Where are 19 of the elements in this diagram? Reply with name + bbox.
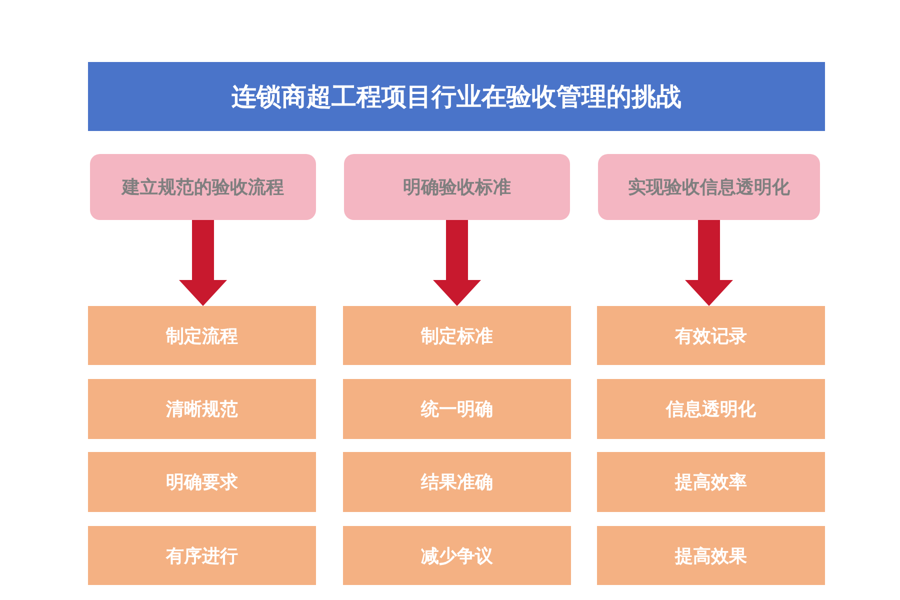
item-box: 减少争议 bbox=[343, 526, 571, 585]
category-box: 建立规范的验收流程 bbox=[90, 154, 316, 220]
down-arrow bbox=[685, 220, 733, 306]
item-box: 明确要求 bbox=[88, 452, 316, 512]
item-box: 提高效果 bbox=[597, 526, 825, 585]
item-box: 统一明确 bbox=[343, 379, 571, 439]
item-box: 制定标准 bbox=[343, 306, 571, 365]
item-box: 提高效率 bbox=[597, 452, 825, 512]
title-banner: 连锁商超工程项目行业在验收管理的挑战 bbox=[88, 62, 825, 131]
item-box: 有序进行 bbox=[88, 526, 316, 585]
item-box: 结果准确 bbox=[343, 452, 571, 512]
category-box: 实现验收信息透明化 bbox=[598, 154, 820, 220]
category-box: 明确验收标准 bbox=[344, 154, 570, 220]
down-arrow bbox=[433, 220, 481, 306]
down-arrow bbox=[179, 220, 227, 306]
item-box: 制定流程 bbox=[88, 306, 316, 365]
item-box: 有效记录 bbox=[597, 306, 825, 365]
item-box: 清晰规范 bbox=[88, 379, 316, 439]
item-box: 信息透明化 bbox=[597, 379, 825, 439]
